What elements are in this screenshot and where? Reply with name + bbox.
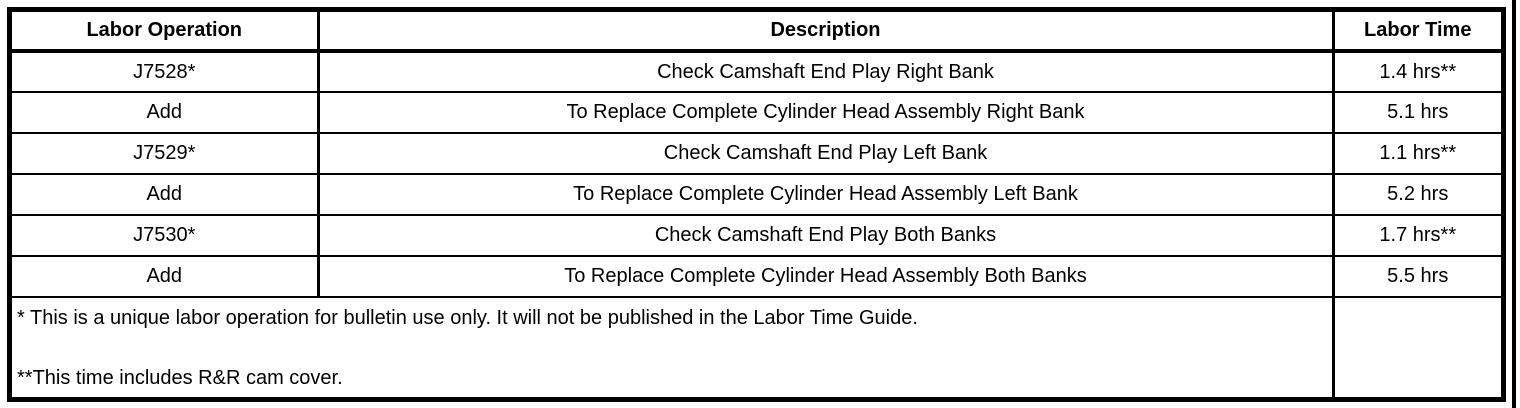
labor-operations-table-frame: Labor Operation Description Labor Time J… — [7, 7, 1506, 402]
operation-cell: Add — [12, 255, 320, 298]
description-cell: To Replace Complete Cylinder Head Assemb… — [316, 173, 1335, 216]
column-header-labor-operation: Labor Operation — [12, 12, 320, 53]
table-row: J7528* Check Camshaft End Play Right Ban… — [12, 50, 1501, 93]
description-cell: Check Camshaft End Play Both Banks — [316, 214, 1335, 257]
column-header-labor-time: Labor Time — [1331, 12, 1501, 53]
operation-cell: Add — [12, 91, 320, 134]
header-row: Labor Operation Description Labor Time — [12, 12, 1501, 53]
footnote-unique-labor-operation: * This is a unique labor operation for b… — [17, 307, 918, 329]
labor-operations-table: Labor Operation Description Labor Time J… — [12, 12, 1501, 397]
empty-labor-time-cell — [1331, 296, 1501, 397]
page-edge-line — [1512, 0, 1516, 408]
labor-time-cell: 5.5 hrs — [1331, 255, 1501, 298]
description-cell: Check Camshaft End Play Right Bank — [316, 50, 1335, 93]
table-row: Add To Replace Complete Cylinder Head As… — [12, 255, 1501, 298]
operation-cell: J7529* — [12, 132, 320, 175]
labor-time-cell: 1.7 hrs** — [1331, 214, 1501, 257]
table-row: J7530* Check Camshaft End Play Both Bank… — [12, 214, 1501, 257]
labor-time-cell: 5.1 hrs — [1331, 91, 1501, 134]
description-cell: To Replace Complete Cylinder Head Assemb… — [316, 255, 1335, 298]
labor-time-cell: 1.4 hrs** — [1331, 50, 1501, 93]
footnotes-cell: * This is a unique labor operation for b… — [12, 296, 1335, 397]
footnote-row: * This is a unique labor operation for b… — [12, 296, 1501, 397]
operation-cell: Add — [12, 173, 320, 216]
table-row: Add To Replace Complete Cylinder Head As… — [12, 91, 1501, 134]
operation-cell: J7530* — [12, 214, 320, 257]
description-cell: To Replace Complete Cylinder Head Assemb… — [316, 91, 1335, 134]
labor-time-cell: 1.1 hrs** — [1331, 132, 1501, 175]
footnote-rr-cam-cover: **This time includes R&R cam cover. — [17, 367, 343, 389]
table-row: Add To Replace Complete Cylinder Head As… — [12, 173, 1501, 216]
description-cell: Check Camshaft End Play Left Bank — [316, 132, 1335, 175]
operation-cell: J7528* — [12, 50, 320, 93]
table-row: J7529* Check Camshaft End Play Left Bank… — [12, 132, 1501, 175]
column-header-description: Description — [316, 12, 1335, 53]
labor-time-cell: 5.2 hrs — [1331, 173, 1501, 216]
